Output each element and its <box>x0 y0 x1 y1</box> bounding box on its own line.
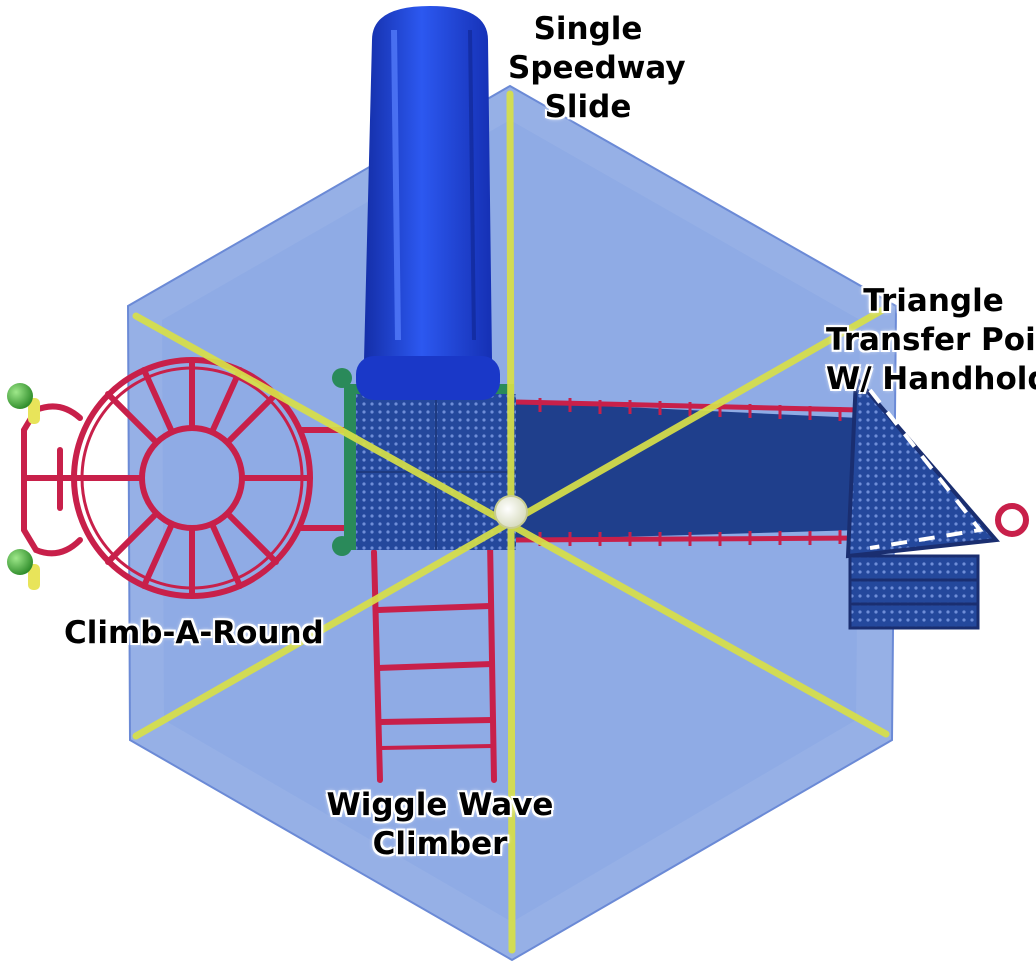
center-hub <box>494 495 528 529</box>
ladder-icon <box>371 537 497 783</box>
label-line: Climber <box>372 826 508 862</box>
label-triangle-transfer-point: Triangle Transfer Point W/ Handhold <box>826 282 1036 399</box>
label-line: Wiggle Wave <box>326 787 554 823</box>
post-caps <box>7 383 40 590</box>
label-line: Speedway <box>508 50 686 86</box>
ring-climber-icon <box>21 357 348 599</box>
label-line: Transfer Point <box>826 322 1036 358</box>
label-line: Single <box>533 11 643 47</box>
label-line: Triangle <box>863 283 1004 319</box>
transfer-bridge <box>515 398 861 546</box>
label-single-speedway-slide: Single Speedway Slide <box>508 10 686 127</box>
label-line: Slide <box>544 89 632 125</box>
label-line: Climb-A-Round <box>64 615 324 651</box>
label-wiggle-wave-climber: Wiggle Wave Climber <box>320 786 560 864</box>
central-deck <box>332 368 516 556</box>
label-climb-a-round: Climb-A-Round <box>64 614 326 653</box>
label-line: W/ Handhold <box>826 361 1036 397</box>
transfer-platform-icon <box>845 372 1029 630</box>
tube-slide-icon <box>356 6 500 400</box>
